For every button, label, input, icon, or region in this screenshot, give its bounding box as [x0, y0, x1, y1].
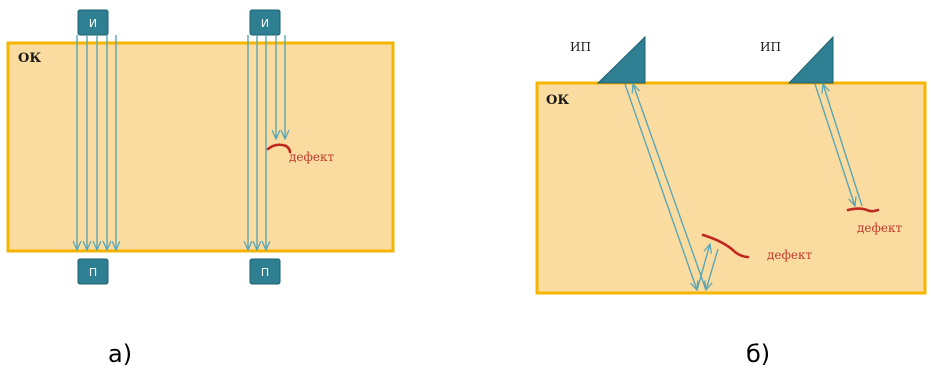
- probe-label-right: ИП: [760, 40, 781, 54]
- defect-label-a: дефект: [289, 150, 334, 164]
- receiver-label-left: П: [89, 266, 97, 279]
- object-label-a: ОК: [18, 51, 41, 66]
- beam-b-left-up-2: [706, 248, 719, 290]
- caption-b: б): [746, 340, 770, 368]
- beam-group-b-left: [624, 83, 719, 291]
- caption-a: а): [108, 340, 132, 368]
- emitter-box-right: [249, 9, 281, 36]
- emitter-label-left: И: [89, 17, 97, 30]
- emitter-box-left: [77, 9, 109, 36]
- beam-b-right-1: [814, 83, 855, 206]
- defect-mark-b-right: [846, 207, 880, 213]
- test-object-b: [535, 81, 927, 295]
- beam-group-left: [77, 35, 116, 250]
- panel-a: ОК И П И П дефект а): [6, 9, 395, 368]
- object-label-b: ОК: [546, 93, 569, 108]
- beam-group-right: [248, 35, 285, 250]
- emitter-label-right: И: [261, 17, 269, 30]
- probe-label-left: ИП: [570, 40, 591, 54]
- beam-b-left-down-1: [624, 83, 697, 290]
- angle-probe-left: [596, 35, 646, 84]
- defect-mark-b-left: [701, 233, 750, 259]
- defect-label-b-left: дефект: [767, 248, 812, 262]
- test-object-a: [6, 41, 395, 253]
- beam-b-left-down-2: [633, 84, 707, 291]
- receiver-box-left: [77, 258, 109, 285]
- beam-group-b-right: [814, 83, 863, 207]
- panel-b: ОК ИП ИП дефект дефект б): [535, 35, 927, 368]
- angle-probe-right: [787, 35, 834, 84]
- beam-b-left-up-1: [696, 244, 710, 291]
- receiver-box-right: [249, 258, 281, 285]
- beam-b-right-2: [823, 84, 863, 207]
- receiver-label-right: П: [261, 266, 269, 279]
- defect-mark-a: [266, 143, 292, 154]
- defect-label-b-right: дефект: [857, 221, 902, 235]
